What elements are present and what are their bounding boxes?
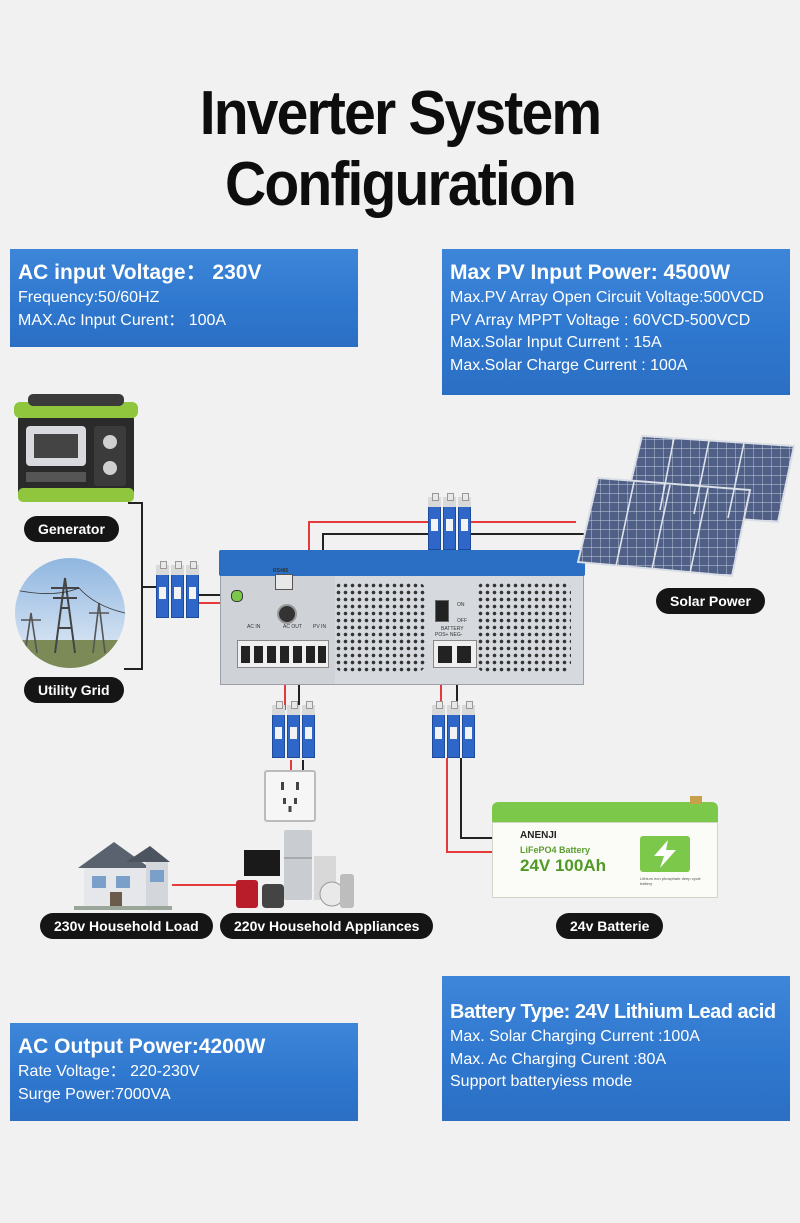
- wire: [298, 680, 300, 710]
- wire: [460, 758, 462, 838]
- wire: [290, 760, 292, 772]
- ac-input-heading: AC input Voltage： 230V: [18, 261, 262, 284]
- utility-grid-label: Utility Grid: [24, 677, 124, 703]
- vent-right: [477, 582, 571, 672]
- switch-on-label: ON: [457, 602, 465, 608]
- battery-sub: Lithium iron phosphate deep cycle batter…: [640, 876, 701, 886]
- dial-icon: [277, 604, 297, 624]
- pv-input-line: Max.Solar Input Current : 15A: [450, 334, 662, 351]
- solar-panels-image: [564, 430, 800, 590]
- pv-input-line: PV Array MPPT Voltage : 60VCD-500VCD: [450, 311, 751, 329]
- battery-charge-icon: [640, 836, 690, 872]
- page-title: Inverter System Configuration: [199, 79, 602, 219]
- generator-image: [10, 392, 140, 510]
- wall-outlet-icon: [264, 770, 316, 822]
- wire: [172, 884, 242, 886]
- input-breaker: [156, 561, 200, 618]
- generator-label: Generator: [24, 516, 119, 542]
- ac-terminal-block: [237, 640, 329, 668]
- switch-off-label: OFF: [457, 618, 467, 624]
- vent-left: [335, 582, 425, 672]
- house-image: [70, 832, 174, 910]
- battery-breaker: [432, 701, 476, 758]
- wire: [194, 594, 240, 596]
- wire: [456, 660, 458, 710]
- battery-port-label: BATTERY: [441, 626, 464, 632]
- wire: [446, 851, 494, 853]
- battery-terminal-block: [433, 640, 477, 668]
- battery-info-heading: Battery Type: 24V Lithium Lead acid: [450, 1001, 776, 1023]
- battery-info-line: Max. Ac Charging Curent :80A: [450, 1050, 667, 1068]
- output-breaker: [272, 701, 316, 758]
- ground-icon: [231, 590, 243, 602]
- wire: [124, 668, 143, 670]
- ac-output-box: AC Output Power:4200W Rate Voltage： 220-…: [10, 1023, 358, 1121]
- pv-input-line: Max.Solar Charge Current : 100A: [450, 356, 688, 374]
- wire: [128, 502, 142, 504]
- battery-info-line: Support batteryiess mode: [450, 1073, 633, 1090]
- wire: [308, 521, 436, 523]
- pv-breaker: [428, 493, 472, 550]
- ac-output-line: Surge Power:7000VA: [18, 1085, 171, 1103]
- wire: [440, 660, 442, 710]
- pv-input-heading: Max PV Input Power: 4500W: [450, 261, 731, 284]
- ac-in-label: AC IN: [247, 624, 261, 630]
- wire: [446, 758, 448, 852]
- batterie-label: 24v Batterie: [556, 913, 664, 939]
- pv-input-box: Max PV Input Power: 4500W Max.PV Array O…: [442, 249, 790, 395]
- wire: [466, 521, 576, 523]
- wire: [302, 760, 304, 772]
- inverter-unit: RS485 AC IN AC OUT PV IN ON OFF BATTERY …: [219, 550, 585, 685]
- rs485-label: RS485: [273, 568, 289, 574]
- ac-input-line: Frequency:50/60HZ: [18, 289, 160, 306]
- battery-image: ANENJI LiFePO4 Battery 24V 100Ah Lithium…: [492, 796, 718, 898]
- solar-power-label: Solar Power: [656, 588, 765, 614]
- battery-info-box: Battery Type: 24V Lithium Lead acid Max.…: [442, 976, 790, 1121]
- utility-grid-image: [15, 558, 125, 668]
- battery-brand: ANENJI: [520, 830, 557, 841]
- ac-input-line: MAX.Ac Input Curent： 100A: [18, 311, 227, 329]
- wire: [460, 837, 494, 839]
- wire: [322, 533, 436, 535]
- wire: [284, 680, 286, 710]
- household-appliances-label: 220v Household Appliances: [220, 913, 434, 939]
- ac-out-label: AC OUT: [283, 624, 302, 630]
- battery-spec: 24V 100Ah: [520, 856, 606, 875]
- household-load-label: 230v Household Load: [40, 913, 213, 939]
- ac-output-heading: AC Output Power:4200W: [18, 1035, 266, 1058]
- pv-input-line: Max.PV Array Open Circuit Voltage:500VCD: [450, 289, 764, 306]
- wire: [141, 586, 163, 588]
- pv-in-label: PV IN: [313, 624, 327, 630]
- power-switch: [435, 600, 449, 622]
- ac-output-line: Rate Voltage： 220-230V: [18, 1063, 200, 1080]
- appliances-image: [236, 830, 356, 910]
- ac-input-box: AC input Voltage： 230V Frequency:50/60HZ…: [10, 249, 358, 347]
- battery-info-line: Max. Solar Charging Current :100A: [450, 1028, 700, 1045]
- wire: [466, 533, 586, 535]
- battery-chem: LiFePO4 Battery: [520, 845, 591, 855]
- rs485-port: [275, 574, 293, 590]
- pos-neg-label: POS+ NEG-: [435, 632, 463, 638]
